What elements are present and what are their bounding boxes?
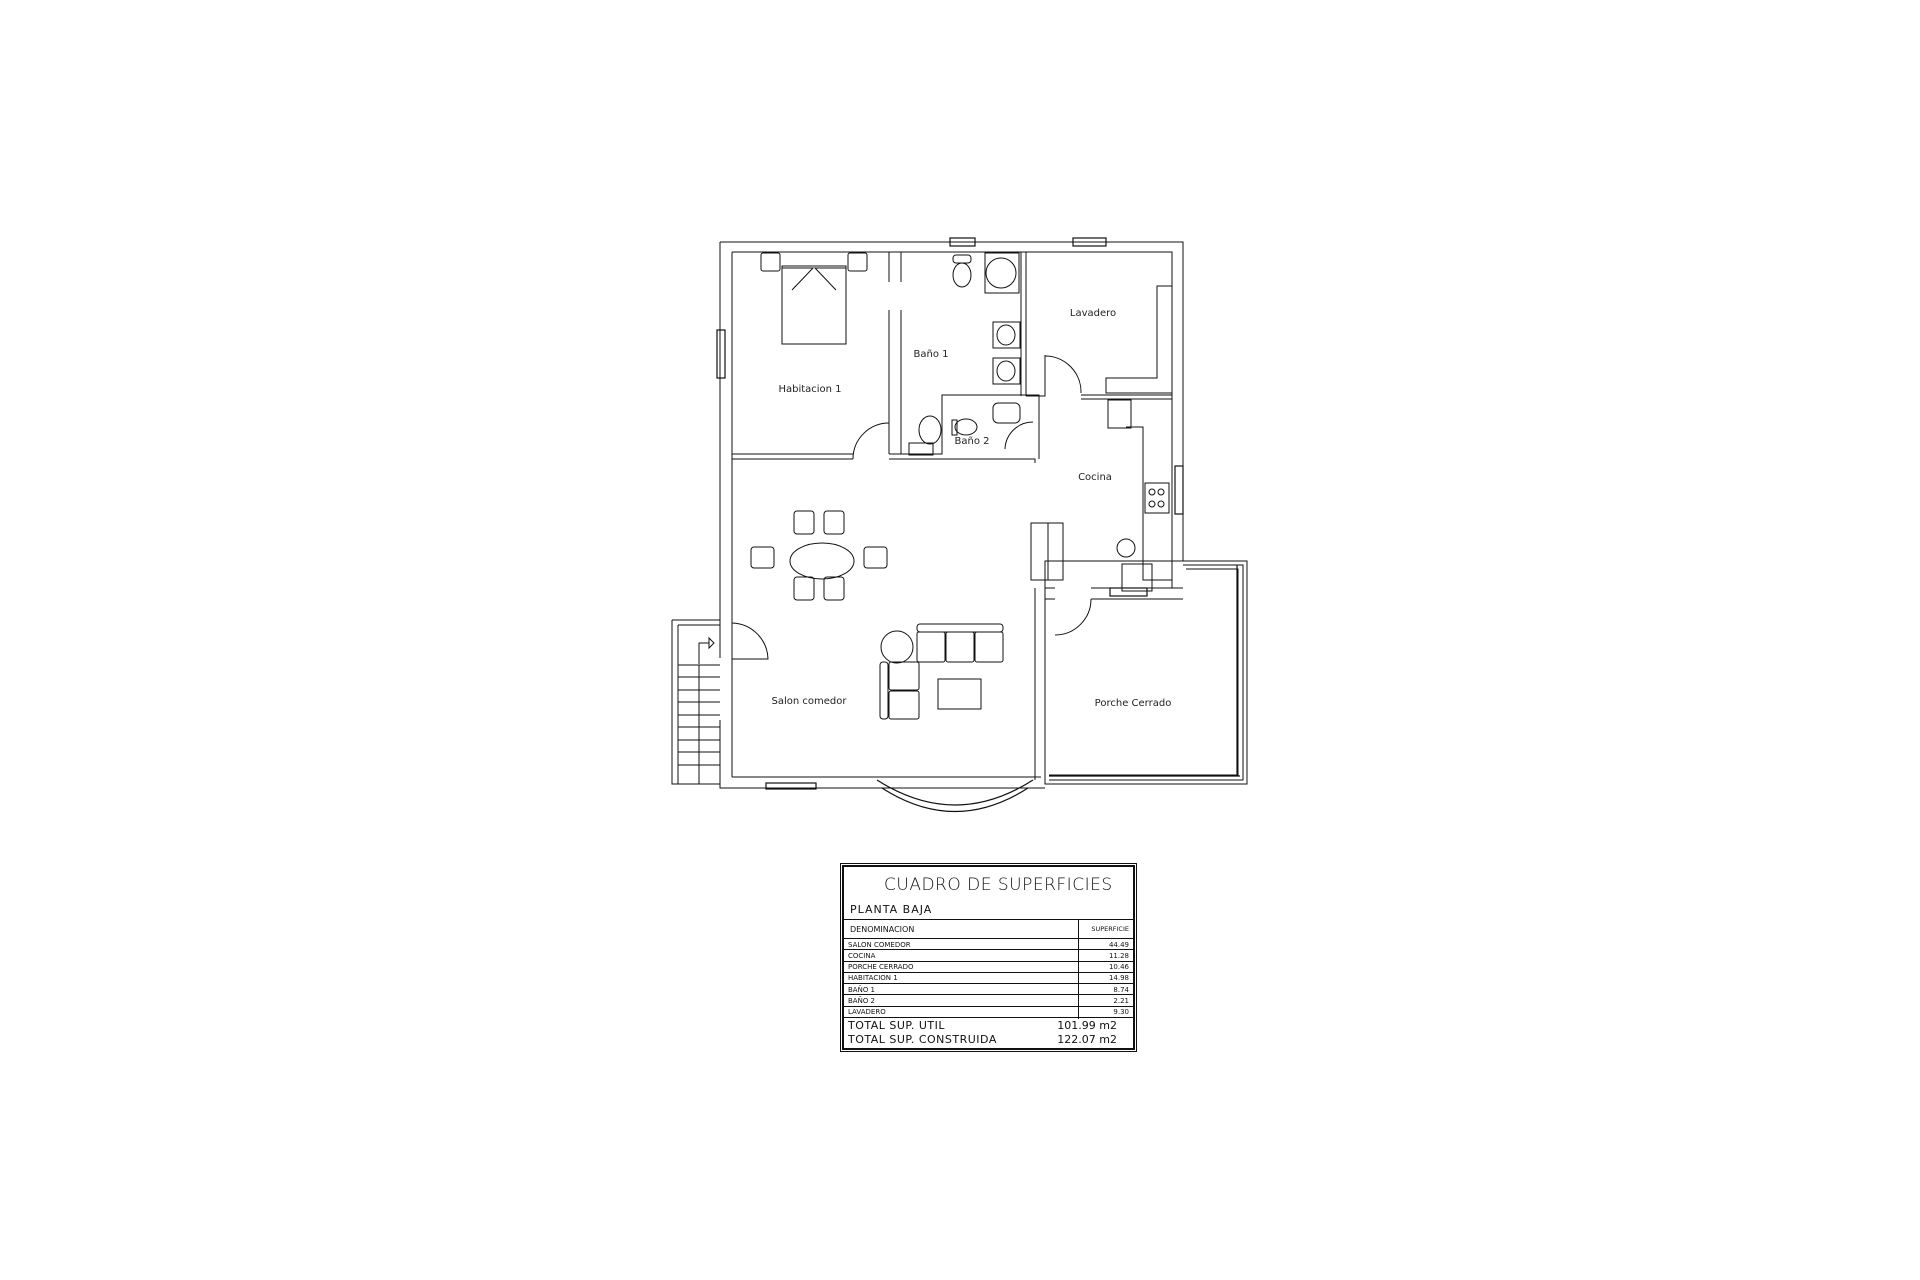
table-row: PORCHE CERRADO 10.46 xyxy=(844,962,1133,973)
area-table: CUADRO DE SUPERFICIES PLANTA BAJA DENOMI… xyxy=(842,865,1135,1050)
windows xyxy=(716,237,1240,812)
row-area: 9.30 xyxy=(1113,1008,1129,1017)
table-row: BAÑO 2 2.21 xyxy=(844,996,1133,1007)
room-label-salon: Salon comedor xyxy=(771,696,847,707)
row-area: 8.74 xyxy=(1113,985,1129,994)
row-name: SALON COMEDOR xyxy=(848,940,911,949)
total-construida-value: 122.07 m2 xyxy=(1057,1033,1117,1046)
room-label-porche: Porche Cerrado xyxy=(1094,698,1172,709)
room-label-habitacion: Habitacion 1 xyxy=(778,384,842,395)
row-area: 2.21 xyxy=(1113,997,1129,1005)
dining-table xyxy=(789,542,855,580)
bed xyxy=(781,265,847,345)
table-subtitle: PLANTA BAJA xyxy=(850,903,933,916)
row-name: BAÑO 2 xyxy=(848,997,876,1005)
table-row: BAÑO 1 8.74 xyxy=(844,984,1133,996)
row-area: 10.46 xyxy=(1108,963,1129,972)
row-area: 11.28 xyxy=(1108,951,1129,960)
total-util-value: 101.99 m2 xyxy=(1057,1019,1117,1032)
exterior-walls xyxy=(719,241,1184,789)
header-name: DENOMINACION xyxy=(850,925,915,934)
table-row: COCINA 11.28 xyxy=(844,950,1133,962)
row-name: COCINA xyxy=(848,951,876,960)
sink xyxy=(1121,563,1153,592)
table-title: CUADRO DE SUPERFICIES xyxy=(884,875,1113,895)
doors xyxy=(731,355,1092,660)
porch-walls xyxy=(1044,560,1248,785)
furniture xyxy=(750,252,1173,720)
row-area: 44.49 xyxy=(1108,940,1129,949)
table-row: LAVADERO 9.30 xyxy=(844,1007,1133,1019)
stove xyxy=(1144,482,1170,514)
table-row: SALON COMEDOR 44.49 xyxy=(844,939,1133,951)
row-name: BAÑO 1 xyxy=(848,985,876,994)
total-construida-label: TOTAL SUP. CONSTRUIDA xyxy=(848,1033,997,1046)
room-label-bano1: Baño 1 xyxy=(913,349,949,360)
row-area: 14.98 xyxy=(1108,974,1129,983)
table-header: DENOMINACION SUPERFICIE xyxy=(844,919,1133,939)
coffee-table xyxy=(937,678,982,710)
row-name: HABITACION 1 xyxy=(848,974,898,983)
row-name: LAVADERO xyxy=(848,1008,886,1017)
staircase xyxy=(671,619,720,785)
room-label-cocina: Cocina xyxy=(1078,472,1112,483)
total-util-label: TOTAL SUP. UTIL xyxy=(848,1019,945,1032)
room-label-lavadero: Lavadero xyxy=(1069,308,1117,319)
row-name: PORCHE CERRADO xyxy=(848,963,914,972)
room-label-bano2: Baño 2 xyxy=(954,436,990,447)
header-area: SUPERFICIE xyxy=(1091,925,1129,933)
table-row: HABITACION 1 14.98 xyxy=(844,973,1133,985)
column-divider xyxy=(1078,919,1079,1019)
